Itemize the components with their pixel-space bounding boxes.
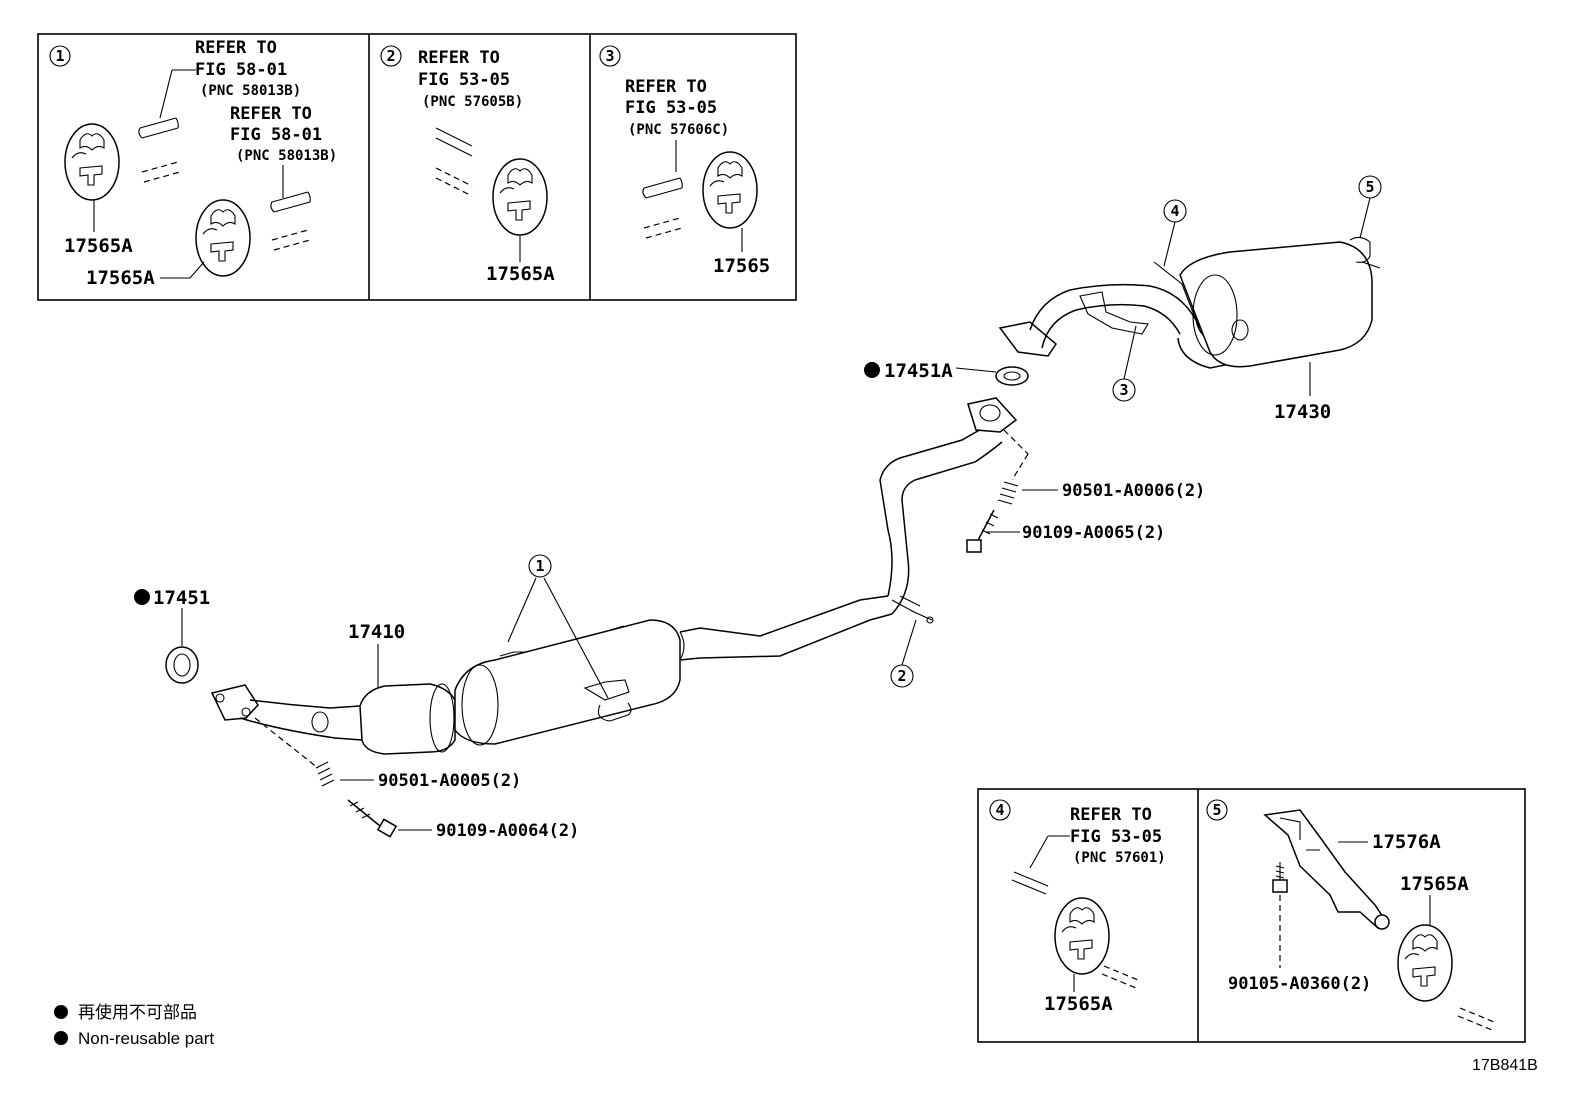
panel-3-part: 17565 bbox=[713, 255, 770, 277]
label-muffler: 17430 bbox=[1274, 401, 1331, 423]
spring-rear bbox=[997, 429, 1058, 505]
svg-text:3: 3 bbox=[1119, 381, 1128, 399]
panel-5: 5 17576A 90105-A0360(2) 17565A bbox=[1206, 799, 1495, 1031]
panel-1-part-b: 17565A bbox=[86, 267, 155, 289]
legend: 再使用不可部品 Non-reusable part bbox=[54, 1002, 214, 1048]
legend-en: Non-reusable part bbox=[78, 1029, 214, 1048]
detail-box-bottom bbox=[977, 788, 1526, 1043]
svg-text:5: 5 bbox=[1365, 178, 1374, 196]
panel-5-part-hanger: 17565A bbox=[1400, 873, 1469, 895]
callout-5: 5 bbox=[1358, 175, 1382, 239]
label-spring-rear: 90501-A0006(2) bbox=[1062, 481, 1205, 501]
panel-2-ref-line1: REFER TO bbox=[418, 48, 500, 68]
label-bolt-front: 90109-A0064(2) bbox=[436, 821, 579, 841]
muffler-assembly bbox=[998, 236, 1381, 396]
panel-3-number: 3 bbox=[605, 47, 614, 65]
panel-4-part: 17565A bbox=[1044, 993, 1113, 1015]
callout-4: 4 bbox=[1163, 199, 1187, 267]
panel-4: 4 REFER TO FIG 53-05 (PNC 57601) 17565A bbox=[989, 799, 1166, 1015]
callout-1: 1 bbox=[507, 554, 609, 699]
svg-text:17451A: 17451A bbox=[884, 360, 953, 382]
hanger-icon bbox=[195, 199, 251, 277]
panel-5-part-bracket: 17576A bbox=[1372, 831, 1441, 853]
panel-3: 3 REFER TO FIG 53-05 (PNC 57606C) 17565 bbox=[599, 45, 770, 277]
panel-1-part-a: 17565A bbox=[64, 235, 133, 257]
hanger-icon bbox=[1397, 924, 1453, 1002]
gasket-front bbox=[165, 608, 199, 684]
label-gasket-rear: 17451A bbox=[864, 360, 953, 382]
panel-2: 2 REFER TO FIG 53-05 (PNC 57605B) 17565A bbox=[380, 45, 555, 285]
panel-3-ref-line1: REFER TO bbox=[625, 77, 707, 97]
panel-5-number: 5 bbox=[1212, 801, 1221, 819]
gasket-rear bbox=[955, 366, 1029, 386]
label-spring-front: 90501-A0005(2) bbox=[378, 771, 521, 791]
panel-2-number: 2 bbox=[386, 47, 395, 65]
hanger-icon bbox=[492, 158, 548, 236]
panel-3-ref-line3: (PNC 57606C) bbox=[628, 122, 729, 138]
panel-1-ref-b-line3: (PNC 58013B) bbox=[236, 148, 337, 164]
bolt-rear bbox=[966, 509, 1020, 553]
hanger-icon bbox=[702, 151, 758, 229]
svg-text:2: 2 bbox=[897, 667, 906, 685]
label-bolt-rear: 90109-A0065(2) bbox=[1022, 523, 1165, 543]
svg-text:1: 1 bbox=[535, 557, 544, 575]
panel-1-ref-a-line2: FIG 58-01 bbox=[195, 60, 287, 80]
legend-jp: 再使用不可部品 bbox=[78, 1002, 197, 1022]
panel-2-ref-line3: (PNC 57605B) bbox=[422, 94, 523, 110]
spring-front bbox=[254, 717, 374, 787]
label-gasket-front: 17451 bbox=[134, 587, 210, 609]
panel-1-ref-a-line1: REFER TO bbox=[195, 38, 277, 58]
label-front-pipe: 17410 bbox=[348, 621, 405, 688]
panel-1-ref-b-line1: REFER TO bbox=[230, 104, 312, 124]
panel-1: 1 REFER TO FIG 58-01 (PNC 58013B) REFER … bbox=[49, 38, 337, 289]
bolt-front bbox=[347, 799, 432, 838]
panel-3-ref-line2: FIG 53-05 bbox=[625, 98, 717, 118]
hanger-icon bbox=[1054, 897, 1110, 975]
svg-text:17451: 17451 bbox=[153, 587, 210, 609]
panel-4-number: 4 bbox=[995, 801, 1004, 819]
panel-1-ref-a-line3: (PNC 58013B) bbox=[200, 83, 301, 99]
panel-2-ref-line2: FIG 53-05 bbox=[418, 70, 510, 90]
panel-1-number: 1 bbox=[55, 47, 64, 65]
diagram-code: 17B841B bbox=[1472, 1057, 1538, 1074]
detail-box-top bbox=[37, 33, 797, 301]
svg-text:17410: 17410 bbox=[348, 621, 405, 643]
panel-2-part: 17565A bbox=[486, 263, 555, 285]
panel-4-ref-line1: REFER TO bbox=[1070, 805, 1152, 825]
panel-4-ref-line3: (PNC 57601) bbox=[1073, 850, 1166, 866]
front-exhaust-pipe bbox=[210, 397, 1018, 755]
hanger-icon bbox=[64, 123, 120, 201]
panel-5-bolt: 90105-A0360(2) bbox=[1228, 974, 1371, 994]
svg-text:4: 4 bbox=[1170, 202, 1179, 220]
callout-2: 2 bbox=[890, 619, 917, 688]
panel-4-ref-line2: FIG 53-05 bbox=[1070, 827, 1162, 847]
callout-3: 3 bbox=[1112, 325, 1137, 402]
panel-1-ref-b-line2: FIG 58-01 bbox=[230, 125, 322, 145]
bolt-icon bbox=[1272, 862, 1288, 893]
